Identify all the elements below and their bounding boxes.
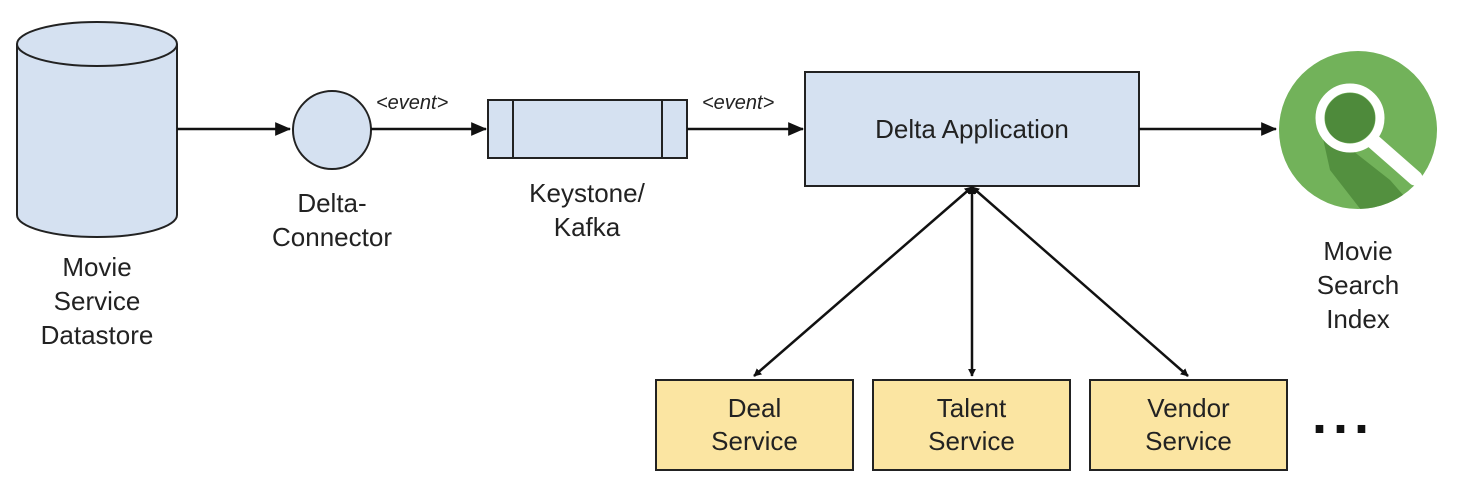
service-label-line: Deal	[727, 393, 782, 423]
talent-service-label: Talent Service	[873, 380, 1070, 470]
vendor-service-label: Vendor Service	[1090, 380, 1287, 470]
connector-label-line: Connector	[272, 222, 392, 252]
service-label-line: Service	[711, 426, 798, 456]
index-label-line: Search	[1316, 270, 1400, 300]
service-label-line: Service	[928, 426, 1015, 456]
index-label-line: Movie	[1323, 236, 1393, 266]
queue-label-line: Kafka	[553, 212, 621, 242]
database-cylinder-icon	[16, 21, 178, 238]
magnifier-icon	[1279, 51, 1437, 209]
index-label: Movie Search Index	[1278, 234, 1438, 336]
arrow-app-deal-service	[753, 186, 973, 377]
talent-service-box	[872, 379, 1071, 471]
queue-label: Keystone/ Kafka	[507, 176, 667, 244]
queue-label-line: Keystone/	[529, 178, 645, 208]
deal-service-box	[655, 379, 854, 471]
datastore-label-line: Movie	[62, 252, 132, 282]
arrow-app-vendor-service	[971, 186, 1189, 377]
delta-application-box	[804, 71, 1140, 187]
connector-label: Delta- Connector	[252, 186, 412, 254]
datastore-label: Movie Service Datastore	[17, 250, 177, 352]
queue-icon	[487, 99, 688, 159]
event-label-connector-queue: <event>	[376, 92, 449, 114]
circle-node-icon	[292, 90, 372, 170]
connector-label-line: Delta-	[297, 188, 367, 218]
event-label-queue-app: <event>	[702, 92, 775, 114]
service-label-line: Service	[1145, 426, 1232, 456]
vendor-service-box	[1089, 379, 1288, 471]
deal-service-label: Deal Service	[656, 380, 853, 470]
index-label-line: Index	[1326, 304, 1390, 334]
service-label-line: Talent	[936, 393, 1007, 423]
delta-application-label: Delta Application	[875, 113, 1069, 144]
datastore-label-line: Datastore	[40, 320, 154, 350]
more-services-ellipsis: ...	[1312, 385, 1376, 445]
datastore-label-line: Service	[53, 286, 141, 316]
service-label-line: Vendor	[1147, 393, 1230, 423]
